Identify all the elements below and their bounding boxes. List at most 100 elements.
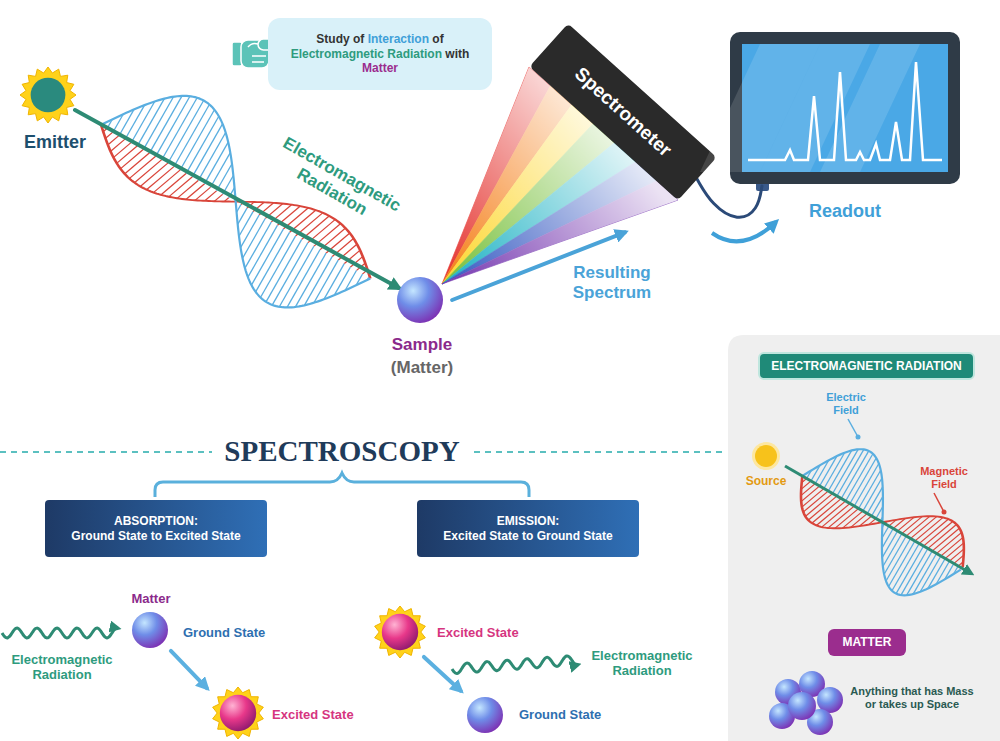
- arrow-connector: [171, 651, 207, 688]
- em-wave-part-part: [324, 264, 344, 300]
- leader-line: [848, 419, 858, 437]
- em-wave-part-part: [775, 428, 989, 615]
- em-wave-part-part: [859, 470, 881, 508]
- em-wave-part-part: [896, 546, 923, 594]
- em-wave-part-part: [803, 491, 828, 512]
- em-wave-part-part: [295, 253, 326, 307]
- sample-sphere: Sample(Matter): [396, 276, 444, 324]
- ground-state-sphere-shape-part: [467, 697, 503, 733]
- header-box: MATTER: [828, 629, 906, 656]
- leader-dot: [942, 510, 947, 515]
- section-title: SPECTROSCOPY: [218, 435, 465, 468]
- node-text: MATTER: [842, 635, 891, 649]
- em-wave-part-part: [801, 484, 815, 496]
- em-wave-part-part: [822, 504, 850, 528]
- em-wave-part-part: [928, 524, 957, 548]
- node-label: Ground State: [183, 626, 265, 641]
- readout-monitor-shape-part: [748, 62, 942, 160]
- radiation-label: Electromagnetic Radiation: [2, 653, 122, 683]
- ground-state-sphere: Ground State: [466, 696, 504, 734]
- excited-state-sphere: Excited State: [212, 687, 264, 739]
- em-wave-part-part: [198, 132, 225, 180]
- source-sun-shape-part: [755, 445, 777, 467]
- em-wave-part-part: [177, 180, 198, 198]
- em-wave-part-part: [186, 116, 219, 173]
- em-wave-part-part: [266, 239, 302, 302]
- em-wave-part-part: [214, 194, 222, 201]
- text-word: Matter: [362, 61, 398, 75]
- divider-line: [474, 451, 722, 453]
- process-box: ABSORPTION:Ground State to Excited State: [45, 500, 267, 557]
- edge-label: Resulting Spectrum: [557, 263, 667, 302]
- ground-state-sphere-shape-part: [132, 612, 168, 648]
- source-sun: Source: [752, 442, 780, 470]
- em-wave-part-part: [950, 549, 964, 561]
- radiation-squiggle-part: [452, 656, 578, 674]
- ground-state-sphere: MatterGround State: [131, 611, 169, 649]
- arrow-connector: [424, 657, 461, 691]
- text-word: Study: [316, 32, 353, 46]
- em-wave-part-part: [828, 450, 851, 491]
- em-wave-part-part: [805, 494, 832, 517]
- em-wave-part-part: [913, 554, 936, 595]
- node-label: (Matter): [342, 358, 502, 378]
- ground-state-sphere-shape: [131, 611, 169, 649]
- ground-state-sphere-shape: [466, 696, 504, 734]
- node-label: Excited State: [437, 626, 519, 641]
- emitter-sun: Emitter: [20, 67, 76, 123]
- pointing-hand-part: [248, 43, 266, 62]
- em-wave-part-part: [863, 478, 882, 511]
- em-wave-part-part: [901, 549, 928, 596]
- em-wave-part-part: [915, 517, 943, 541]
- node-label: Anything that has Mass or takes up Space: [850, 685, 975, 710]
- excited-state-sphere: Excited State: [374, 606, 426, 658]
- em-wave-part-part: [872, 496, 883, 516]
- leader-line: [934, 493, 944, 512]
- em-wave-part-part: [841, 451, 868, 499]
- node-text: Excited State to Ground State: [443, 529, 612, 543]
- node-text: Ground State to Excited State: [71, 529, 240, 543]
- em-wave-part-part: [808, 496, 837, 520]
- emitter-sun-shape: [20, 67, 76, 123]
- bracket: [155, 473, 529, 497]
- em-wave-part-part: [161, 173, 186, 194]
- text-word: of: [353, 32, 368, 46]
- matter-cluster-shape: [766, 668, 850, 736]
- radiation-label: Electromagnetic Radiation: [584, 649, 700, 679]
- callout-box: Study of Interaction of Electromagnetic …: [268, 18, 492, 90]
- radiation-squiggle-part: [2, 628, 118, 638]
- process-box: EMISSION:Excited State to Ground State: [417, 500, 639, 557]
- leader-dot: [856, 435, 861, 440]
- em-wave-part-part: [850, 458, 876, 504]
- node-text: EMISSION:: [497, 514, 560, 528]
- matter-cluster-shape-part: [788, 692, 816, 720]
- header-box: ELECTROMAGNETIC RADIATION: [758, 352, 975, 380]
- em-wave-part-part: [186, 184, 204, 200]
- divider-line: [0, 451, 212, 453]
- em-wave-part-part: [251, 229, 283, 285]
- em-wave-part-part: [245, 222, 271, 268]
- sample-sphere-shape: [396, 276, 444, 324]
- excited-state-sphere-shape-part: [375, 606, 426, 658]
- node-label: Source: [686, 475, 846, 489]
- excited-state-sphere-shape-part: [213, 687, 264, 739]
- em-wave-part-part: [892, 544, 919, 591]
- emitter-sun-shape-part: [31, 78, 66, 113]
- em-wave-part-part: [932, 528, 959, 551]
- node-text: ABSORPTION:: [114, 514, 198, 528]
- readout-monitor: Readout: [730, 32, 960, 184]
- em-wave-part-part: [287, 250, 320, 308]
- node-text: ELECTROMAGNETIC RADIATION: [771, 359, 961, 373]
- node-label: Readout: [765, 201, 925, 222]
- sample-sphere-shape-part: [397, 277, 443, 323]
- text-word: Interaction: [368, 32, 433, 46]
- em-wave-part-part: [812, 499, 841, 524]
- em-wave-part-part: [919, 519, 948, 543]
- em-wave-part-part: [121, 149, 144, 169]
- em-wave-part-part: [846, 454, 873, 501]
- emitter-sun-shape-part: [20, 67, 76, 123]
- em-wave-part-part: [241, 215, 260, 248]
- em-wave-part-part: [211, 153, 231, 188]
- source-sun-shape-part: [752, 442, 780, 470]
